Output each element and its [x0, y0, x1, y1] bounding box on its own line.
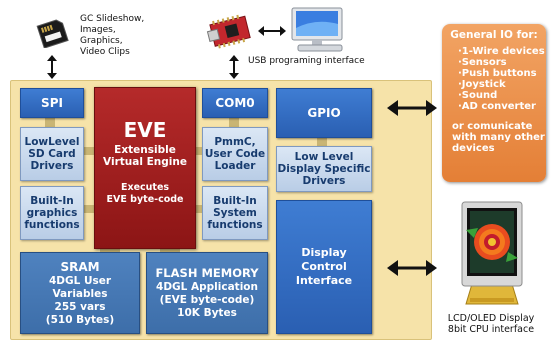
sd-drivers-line: Drivers — [30, 160, 74, 172]
com0-block: COM0 — [202, 88, 268, 118]
sram-line: 4DGL User Variables — [48, 274, 112, 300]
spi-label: SPI — [41, 96, 63, 110]
flash-title: FLASH MEMORY — [155, 266, 259, 280]
general-io-item: ·Push buttons — [458, 68, 537, 79]
display-drivers-block: Low Level Display Specific Drivers — [276, 146, 372, 192]
graphics-fn-line: graphics — [26, 207, 78, 219]
eve-desc-line: EVE byte-code — [106, 194, 184, 205]
display-control-line: Interface — [295, 274, 353, 287]
general-io-item: ·Sensors — [458, 57, 507, 68]
display-drivers-line: Display Specific — [277, 163, 371, 175]
sd-link-arrow — [46, 54, 58, 80]
general-io-title: General IO for: — [450, 29, 538, 41]
graphics-fn-line: functions — [24, 219, 80, 231]
flash-line: (EVE byte-code) — [159, 294, 255, 306]
media-caption-line: GC Slideshow, — [80, 14, 145, 24]
sd-card-drivers-block: LowLevel SD Card Drivers — [20, 127, 84, 181]
sram-line: (510 Bytes) — [45, 313, 115, 326]
lcd-caption-line: 8bit CPU interface — [447, 324, 535, 335]
pmmc-line: User Code — [204, 148, 266, 160]
flash-memory-block: FLASH MEMORY 4DGL Application (EVE byte-… — [146, 252, 268, 334]
general-io-panel: General IO for: ·1-Wire devices ·Sensors… — [442, 24, 546, 182]
display-control-line: Display Control — [301, 246, 347, 273]
gpio-label: GPIO — [307, 106, 341, 120]
system-fn-line: System — [213, 207, 257, 219]
flash-line: 10K Bytes — [177, 307, 237, 319]
pmmc-line: Loader — [214, 160, 256, 172]
connector — [100, 247, 120, 253]
display-control-block: Display Control Interface — [276, 200, 372, 334]
sram-title: SRAM — [60, 259, 100, 274]
usb-caption: USB programing interface — [248, 56, 365, 66]
eve-subtitle-line: Virtual Engine — [103, 156, 187, 168]
eve-title: EVE — [123, 118, 167, 142]
sram-block: SRAM 4DGL User Variables 255 vars (510 B… — [20, 252, 140, 334]
connector — [317, 136, 327, 146]
spi-block: SPI — [20, 88, 84, 118]
connector — [80, 147, 96, 155]
media-caption-line: Graphics, — [80, 36, 123, 46]
sd-drivers-line: SD Card — [28, 148, 76, 160]
eve-subtitle-line: Extensible — [114, 144, 176, 156]
sd-drivers-line: LowLevel — [24, 136, 80, 148]
com0-label: COM0 — [215, 96, 255, 110]
usb-link-arrow — [258, 22, 286, 36]
general-io-footer-line: with many other — [452, 132, 545, 143]
sd-card-icon — [34, 18, 70, 49]
lcd-caption-line: LCD/OLED Display — [447, 313, 535, 324]
eve-block: EVE Extensible Virtual Engine Executes E… — [94, 87, 196, 249]
connector — [160, 247, 180, 253]
connector — [193, 147, 205, 155]
pmmc-line: PmmC, — [214, 136, 256, 148]
media-caption-line: Video Clips — [80, 47, 130, 57]
connector — [45, 116, 55, 128]
media-caption-line: Images, — [80, 25, 116, 35]
graphics-fn-line: Built-In — [30, 195, 74, 207]
graphics-functions-block: Built-In graphics functions — [20, 186, 84, 240]
general-io-footer-line: devices — [452, 143, 495, 154]
pmmc-loader-block: PmmC, User Code Loader — [202, 127, 268, 181]
sram-line: 255 vars — [54, 300, 106, 313]
connector — [229, 116, 239, 128]
gpio-block: GPIO — [276, 88, 372, 138]
general-io-item: ·AD converter — [458, 101, 536, 112]
connector — [193, 205, 205, 213]
general-io-item: ·1-Wire devices — [458, 46, 545, 57]
display-drivers-line: Low Level — [294, 151, 354, 163]
lcd-display-module-icon — [456, 200, 528, 308]
eve-desc-line: Executes — [120, 182, 170, 193]
connector — [80, 205, 96, 213]
system-fn-line: functions — [207, 219, 263, 231]
flash-line: 4DGL Application — [156, 281, 258, 293]
usb-vertical-arrow — [228, 54, 240, 80]
display-drivers-line: Drivers — [302, 175, 346, 187]
general-io-list: ·1-Wire devices ·Sensors ·Push buttons ·… — [458, 46, 546, 112]
general-io-footer: or comunicate with many other devices — [452, 121, 546, 154]
gpio-link-arrow — [386, 98, 438, 118]
system-fn-line: Built-In — [213, 195, 257, 207]
system-functions-block: Built-In System functions — [202, 186, 268, 240]
display-link-arrow — [386, 258, 438, 278]
computer-monitor-icon — [288, 6, 350, 54]
general-io-footer-line: or comunicate — [452, 121, 533, 132]
lcd-caption: LCD/OLED Display 8bit CPU interface — [432, 313, 550, 335]
media-caption: GC Slideshow, Images, Graphics, Video Cl… — [80, 14, 180, 58]
general-io-item: ·Joystick — [458, 79, 506, 90]
usb-programmer-board-icon — [206, 12, 256, 50]
general-io-item: ·Sound — [458, 90, 498, 101]
